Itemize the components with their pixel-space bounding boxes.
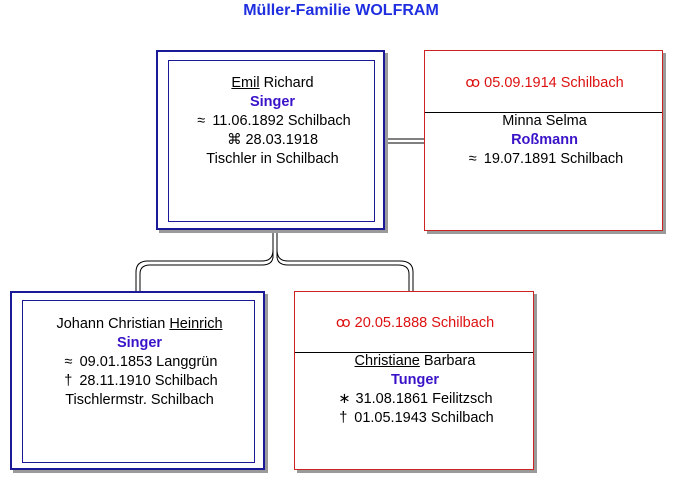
mother-death-date-place: 01.05.1943 Schilbach [354, 410, 494, 426]
occupation: Tischler in Schilbach [206, 151, 339, 167]
person-card-inner-border [22, 300, 255, 463]
mother-details: Christiane Barbara Tunger ∗ 31.08.1861 F… [295, 352, 535, 428]
person-card-heinrich[interactable]: Johann Christian Heinrich Singer ≈ 09.01… [10, 291, 265, 470]
father-occupation: Tischlermstr. Schilbach [65, 392, 214, 408]
marriage-date-place: 20.05.1888 Schilbach [354, 315, 495, 331]
dagger-icon: † [64, 373, 73, 389]
father-details: Johann Christian Heinrich Singer ≈ 09.01… [12, 315, 267, 410]
father-death-line: † 28.11.1910 Schilbach [12, 372, 267, 391]
other-first-name: Richard [259, 75, 314, 91]
card-divider [295, 352, 533, 353]
mother-death-line: † 01.05.1943 Schilbach [295, 409, 535, 428]
spouse-birth-line: ≈ 19.07.1891 Schilbach [425, 150, 664, 169]
mother-first-names: Christiane Barbara [295, 352, 535, 371]
spouse-card-christiane-barbara[interactable]: ꝏ 20.05.1888 Schilbach Christiane Barbar… [294, 291, 534, 470]
baptism-symbol-icon: ≈ [64, 354, 73, 370]
person-first-names: Emil Richard [158, 74, 387, 93]
person-card-inner-border [168, 60, 375, 222]
spouse-details: Minna Selma Roßmann ≈ 19.07.1891 Schilba… [425, 112, 664, 169]
marriage-rings-icon: ꝏ [335, 315, 351, 331]
marriage-line: ꝏ 05.09.1914 Schilbach [425, 74, 664, 93]
spouse-birth-date-place: 19.07.1891 Schilbach [483, 151, 624, 167]
death-line: ⌘ 28.03.1918 [158, 131, 387, 150]
other-first-name: Barbara [419, 353, 476, 369]
spouse-surname: Roßmann [511, 132, 578, 148]
death-date: 28.03.1918 [245, 132, 319, 148]
call-name: Emil [231, 75, 260, 91]
marriage-rings-icon: ꝏ [465, 75, 481, 91]
call-name: Christiane [354, 353, 420, 369]
birth-date-place: 11.06.1892 Schilbach [212, 113, 351, 129]
person-card-emil-richard[interactable]: Emil Richard Singer ≈ 11.06.1892 Schilba… [156, 50, 385, 230]
chart-title: Müller-Familie WOLFRAM [243, 2, 439, 19]
marriage-line: ꝏ 20.05.1888 Schilbach [295, 314, 535, 333]
spouse-first-names: Minna Selma [502, 113, 587, 129]
spouse-card-minna-selma[interactable]: ꝏ 05.09.1914 Schilbach Minna Selma Roßma… [424, 50, 663, 231]
birth-star-icon: ∗ [338, 391, 351, 407]
father-first-names: Johann Christian Heinrich [12, 315, 267, 334]
other-first-names: Johann Christian [56, 316, 170, 332]
baptism-symbol-icon: ≈ [197, 113, 206, 129]
father-birth-date-place: 09.01.1853 Langgrün [79, 354, 218, 370]
baptism-symbol-icon: ≈ [468, 151, 477, 167]
marriage-date-place: 05.09.1914 Schilbach [484, 75, 624, 91]
fallen-symbol-icon: ⌘ [226, 132, 242, 148]
mother-birth-date-place: 31.08.1861 Feilitzsch [355, 391, 493, 407]
card-divider [425, 112, 662, 113]
mother-birth-line: ∗ 31.08.1861 Feilitzsch [295, 390, 535, 409]
person-surname: Singer [249, 94, 296, 110]
person-details: Emil Richard Singer ≈ 11.06.1892 Schilba… [158, 74, 387, 169]
dagger-icon: † [339, 410, 348, 426]
father-death-date-place: 28.11.1910 Schilbach [79, 373, 218, 389]
father-birth-line: ≈ 09.01.1853 Langgrün [12, 353, 267, 372]
father-surname: Singer [116, 335, 163, 351]
mother-surname: Tunger [390, 372, 440, 388]
birth-line: ≈ 11.06.1892 Schilbach [158, 112, 387, 131]
call-name: Heinrich [169, 316, 223, 332]
